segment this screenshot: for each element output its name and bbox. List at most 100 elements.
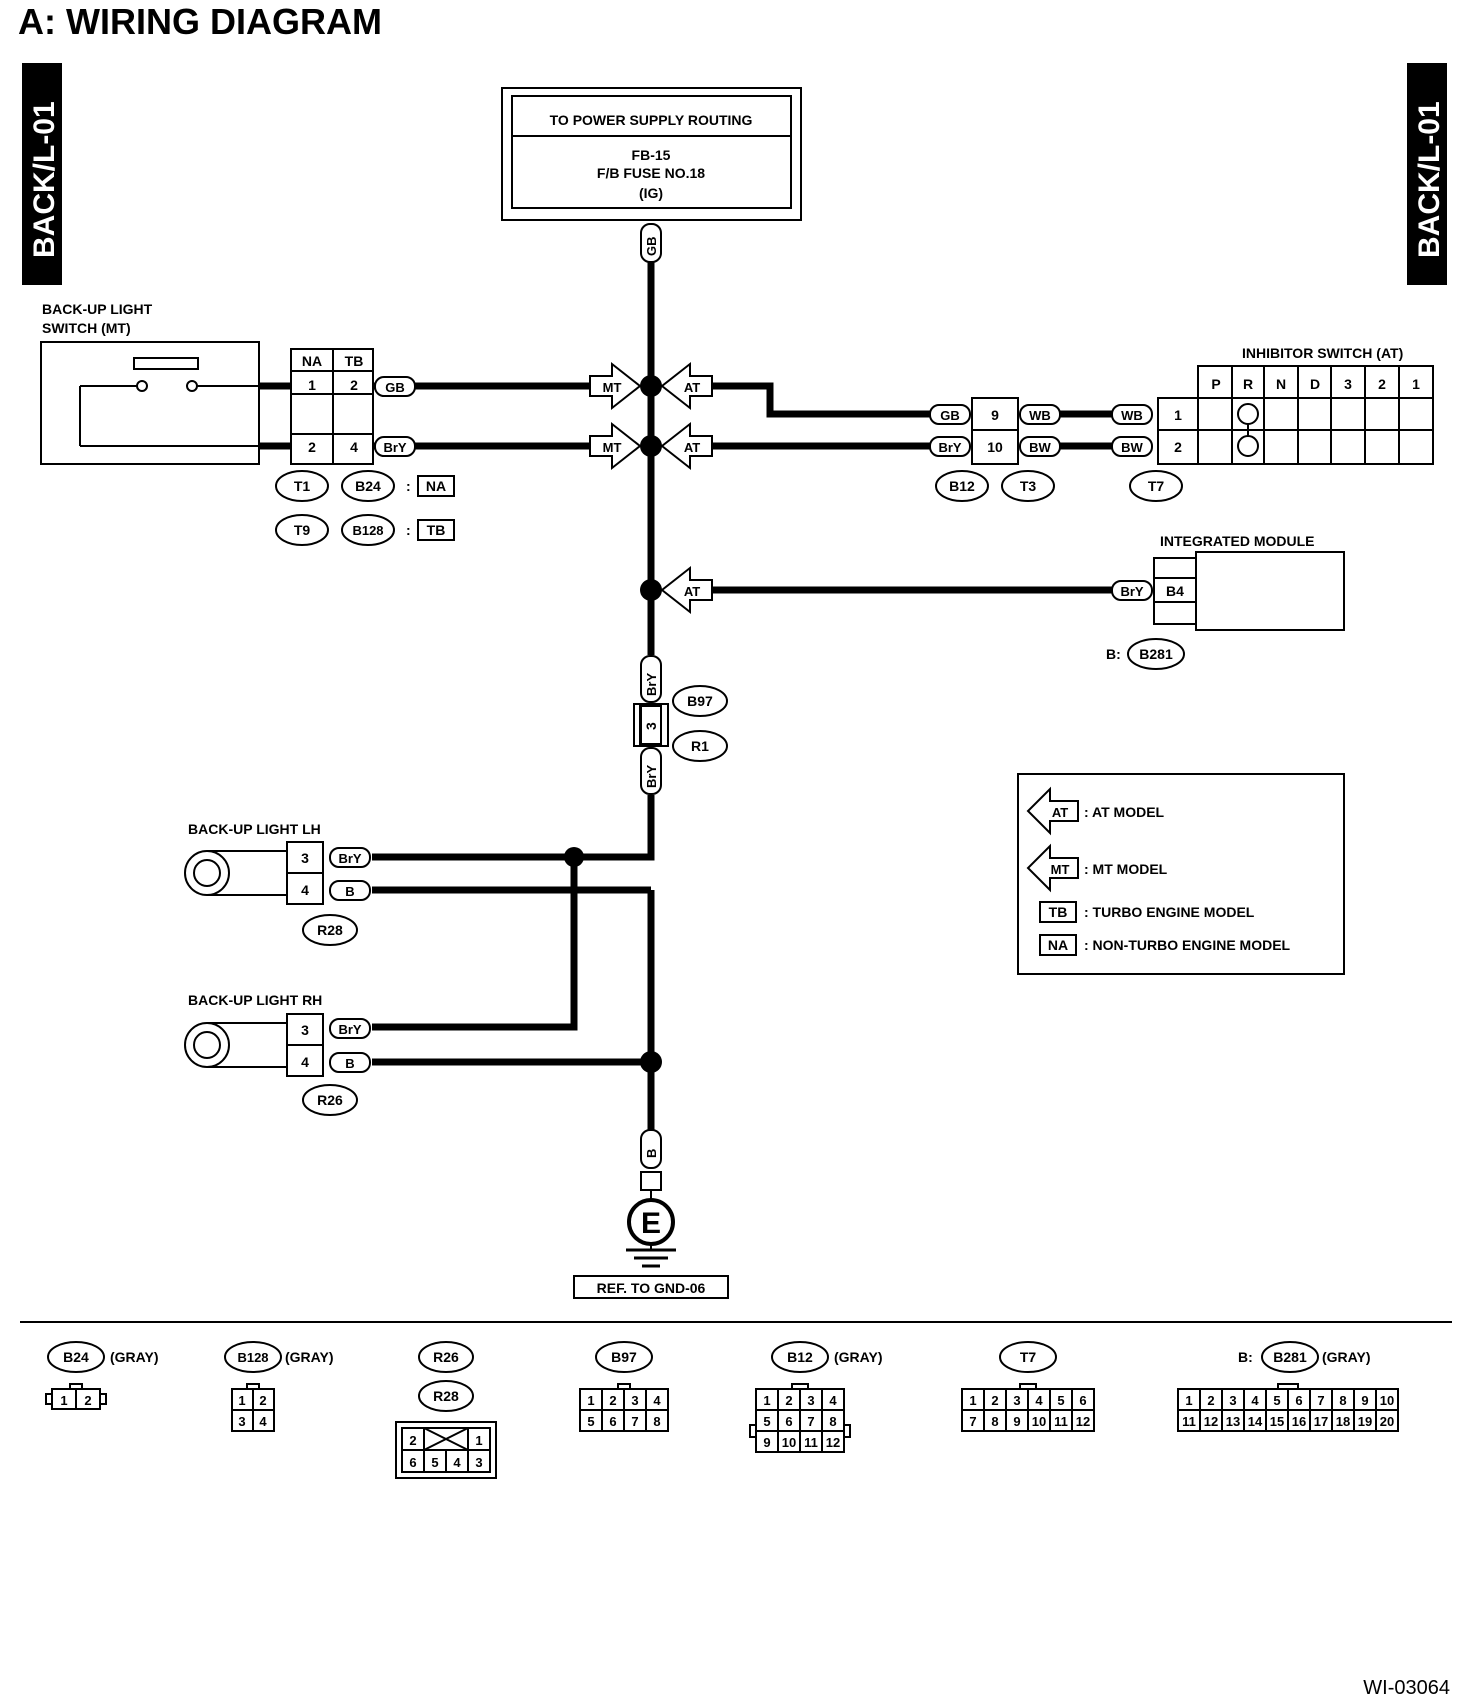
svg-text:4: 4 — [301, 882, 309, 898]
conn-label-b24: B24 — [341, 470, 395, 502]
svg-text:P: P — [1211, 376, 1220, 392]
svg-text:NA: NA — [302, 353, 322, 369]
svg-text:2: 2 — [350, 377, 358, 393]
wire-label-bw-t7: BW — [1111, 436, 1153, 457]
svg-text:8: 8 — [829, 1414, 836, 1429]
svg-text:2: 2 — [409, 1433, 416, 1448]
svg-text:BW: BW — [1029, 440, 1051, 455]
svg-text:17: 17 — [1314, 1414, 1328, 1429]
svg-text:NA: NA — [1048, 937, 1068, 953]
svg-text:B4: B4 — [1166, 583, 1184, 599]
svg-text:BrY: BrY — [338, 1022, 361, 1037]
svg-text:4: 4 — [301, 1054, 309, 1070]
svg-text:13: 13 — [1226, 1414, 1240, 1429]
svg-text:(GRAY): (GRAY) — [1322, 1349, 1371, 1365]
svg-text:5: 5 — [431, 1455, 438, 1470]
svg-text:B281: B281 — [1273, 1349, 1307, 1365]
svg-text::: : — [406, 522, 411, 538]
svg-text:3: 3 — [301, 850, 309, 866]
connector-view-b12: B12 (GRAY) 1 2 3 4 5 6 7 8 9 10 11 12 — [749, 1341, 883, 1453]
svg-text:3: 3 — [238, 1414, 245, 1429]
svg-text:E: E — [641, 1207, 661, 1240]
svg-text:AT: AT — [684, 440, 700, 455]
svg-text:1: 1 — [475, 1433, 482, 1448]
svg-text:B: B — [345, 1056, 354, 1071]
svg-text:AT: AT — [684, 380, 700, 395]
svg-text:1: 1 — [1185, 1393, 1192, 1408]
svg-text:GB: GB — [644, 237, 659, 257]
svg-text:B:: B: — [1106, 646, 1121, 662]
svg-text:R26: R26 — [433, 1349, 459, 1365]
svg-text:1: 1 — [763, 1393, 770, 1408]
svg-text:1: 1 — [60, 1393, 67, 1408]
svg-text:AT: AT — [1052, 805, 1068, 820]
svg-text:11: 11 — [1054, 1414, 1068, 1429]
svg-text:3: 3 — [301, 1022, 309, 1038]
connector-view-b24: B24 (GRAY) 1 2 — [45, 1341, 159, 1410]
svg-text:SWITCH (MT): SWITCH (MT) — [42, 320, 131, 336]
svg-text:1: 1 — [308, 377, 316, 393]
svg-text:BrY: BrY — [1120, 584, 1143, 599]
svg-text:: MT MODEL: : MT MODEL — [1084, 861, 1168, 877]
svg-text:BACK-UP LIGHT LH: BACK-UP LIGHT LH — [188, 821, 321, 837]
svg-text:B12: B12 — [949, 478, 975, 494]
wire-label-gb-switch: GB — [374, 376, 416, 397]
svg-text:11: 11 — [1182, 1414, 1196, 1429]
svg-text:2: 2 — [84, 1393, 91, 1408]
power-label: TO POWER SUPPLY ROUTING — [550, 112, 753, 128]
junction-dot — [640, 435, 662, 457]
svg-text:7: 7 — [807, 1414, 814, 1429]
wire-label-b-lh: B — [329, 880, 371, 901]
svg-text:INHIBITOR SWITCH (AT): INHIBITOR SWITCH (AT) — [1242, 345, 1403, 361]
svg-text:WB: WB — [1029, 408, 1051, 423]
svg-text:3: 3 — [475, 1455, 482, 1470]
svg-text:12: 12 — [1076, 1414, 1090, 1429]
svg-text:9: 9 — [763, 1435, 770, 1450]
conn-label-b281: B281 — [1127, 638, 1185, 670]
svg-text:AT: AT — [684, 584, 700, 599]
svg-text:1: 1 — [587, 1393, 594, 1408]
svg-text:4: 4 — [350, 439, 358, 455]
conn-label-t1: T1 — [275, 470, 329, 502]
junction-dot — [640, 579, 662, 601]
svg-text:BACK-UP LIGHT: BACK-UP LIGHT — [42, 301, 153, 317]
svg-text:(GRAY): (GRAY) — [110, 1349, 159, 1365]
svg-text:10: 10 — [782, 1435, 796, 1450]
connector-view-r26-r28: R26 R28 2 1 6 5 4 3 — [395, 1341, 497, 1479]
connector-view-b128: B128 (GRAY) 1 2 3 4 — [224, 1341, 334, 1432]
svg-text:10: 10 — [1380, 1393, 1394, 1408]
svg-text:NA: NA — [426, 478, 446, 494]
svg-text:2: 2 — [1207, 1393, 1214, 1408]
svg-text:B281: B281 — [1139, 646, 1173, 662]
svg-text:3: 3 — [1344, 376, 1352, 392]
svg-text:4: 4 — [653, 1393, 661, 1408]
svg-text:10: 10 — [1032, 1414, 1046, 1429]
wire-label-wb-t7: WB — [1111, 404, 1153, 425]
svg-text:2: 2 — [1174, 439, 1182, 455]
svg-text:2: 2 — [785, 1393, 792, 1408]
mt-marker-upper: MT — [589, 361, 642, 411]
at-marker-upper: AT — [660, 361, 713, 411]
conn-label-t7: T7 — [1129, 470, 1183, 502]
svg-text:9: 9 — [1361, 1393, 1368, 1408]
backup-light-rh: BACK-UP LIGHT RH 3 4 — [184, 992, 324, 1077]
svg-text:12: 12 — [1204, 1414, 1218, 1429]
wire-label-bry-b12: BrY — [929, 436, 971, 457]
figure-id: WI-03064 — [1363, 1677, 1450, 1699]
svg-text:2: 2 — [259, 1393, 266, 1408]
svg-text:5: 5 — [1273, 1393, 1280, 1408]
svg-text:: AT MODEL: : AT MODEL — [1084, 804, 1165, 820]
svg-text:14: 14 — [1248, 1414, 1263, 1429]
svg-text:2: 2 — [1378, 376, 1386, 392]
svg-text:3: 3 — [631, 1393, 638, 1408]
wire-label-bry-rh: BrY — [329, 1018, 371, 1039]
legend: AT : AT MODEL MT : MT MODEL TB : TURBO E… — [1017, 773, 1345, 975]
svg-text:BrY: BrY — [644, 765, 659, 788]
svg-text:B128: B128 — [352, 523, 383, 538]
connector-b97-r1: 3 — [633, 703, 669, 747]
wire-label-bry-module: BrY — [1111, 580, 1153, 601]
svg-text:B97: B97 — [611, 1349, 637, 1365]
model-tag-tb: TB — [417, 519, 455, 541]
svg-text:3: 3 — [643, 722, 659, 730]
svg-text:6: 6 — [1079, 1393, 1086, 1408]
